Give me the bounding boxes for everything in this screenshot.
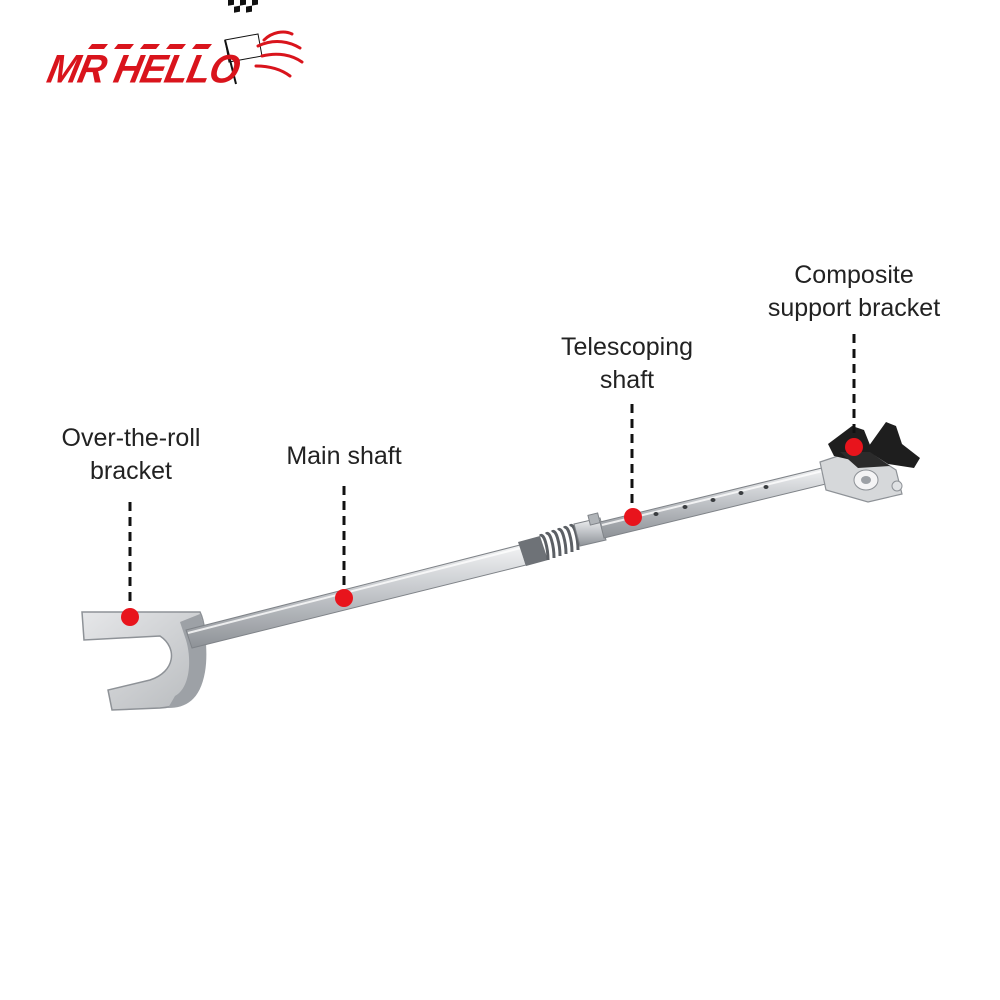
marker-composite	[845, 438, 863, 456]
markers	[121, 438, 863, 626]
callout-main-shaft: Main shaft	[274, 440, 414, 473]
marker-over-the-roll	[121, 608, 139, 626]
callout-composite: Composite support bracket	[756, 259, 952, 325]
callout-line: Telescoping	[560, 333, 694, 361]
main-shaft-shape	[185, 544, 527, 649]
checkered-flag-icon	[224, 0, 263, 85]
callout-line: Composite	[794, 261, 914, 289]
leader-lines	[128, 334, 856, 606]
adjustment-holes	[653, 485, 769, 516]
callout-line: shaft	[599, 366, 655, 394]
callout-over-the-roll: Over-the-roll bracket	[56, 422, 206, 488]
telescoping-shaft-shape	[599, 465, 835, 539]
speed-stripes-icon	[88, 44, 212, 49]
spring-collar-shape	[518, 512, 607, 566]
flame-icon	[254, 30, 304, 78]
callout-line: bracket	[90, 457, 172, 485]
callout-line: Over-the-roll	[61, 424, 201, 452]
marker-telescoping	[624, 508, 642, 526]
callout-telescoping: Telescoping shaft	[548, 331, 706, 397]
marker-main-shaft	[335, 589, 353, 607]
over-the-roll-bracket-shape	[81, 611, 207, 711]
callout-line: Main shaft	[286, 442, 402, 470]
composite-support-bracket-shape	[819, 422, 920, 503]
callout-line: support bracket	[767, 294, 941, 322]
